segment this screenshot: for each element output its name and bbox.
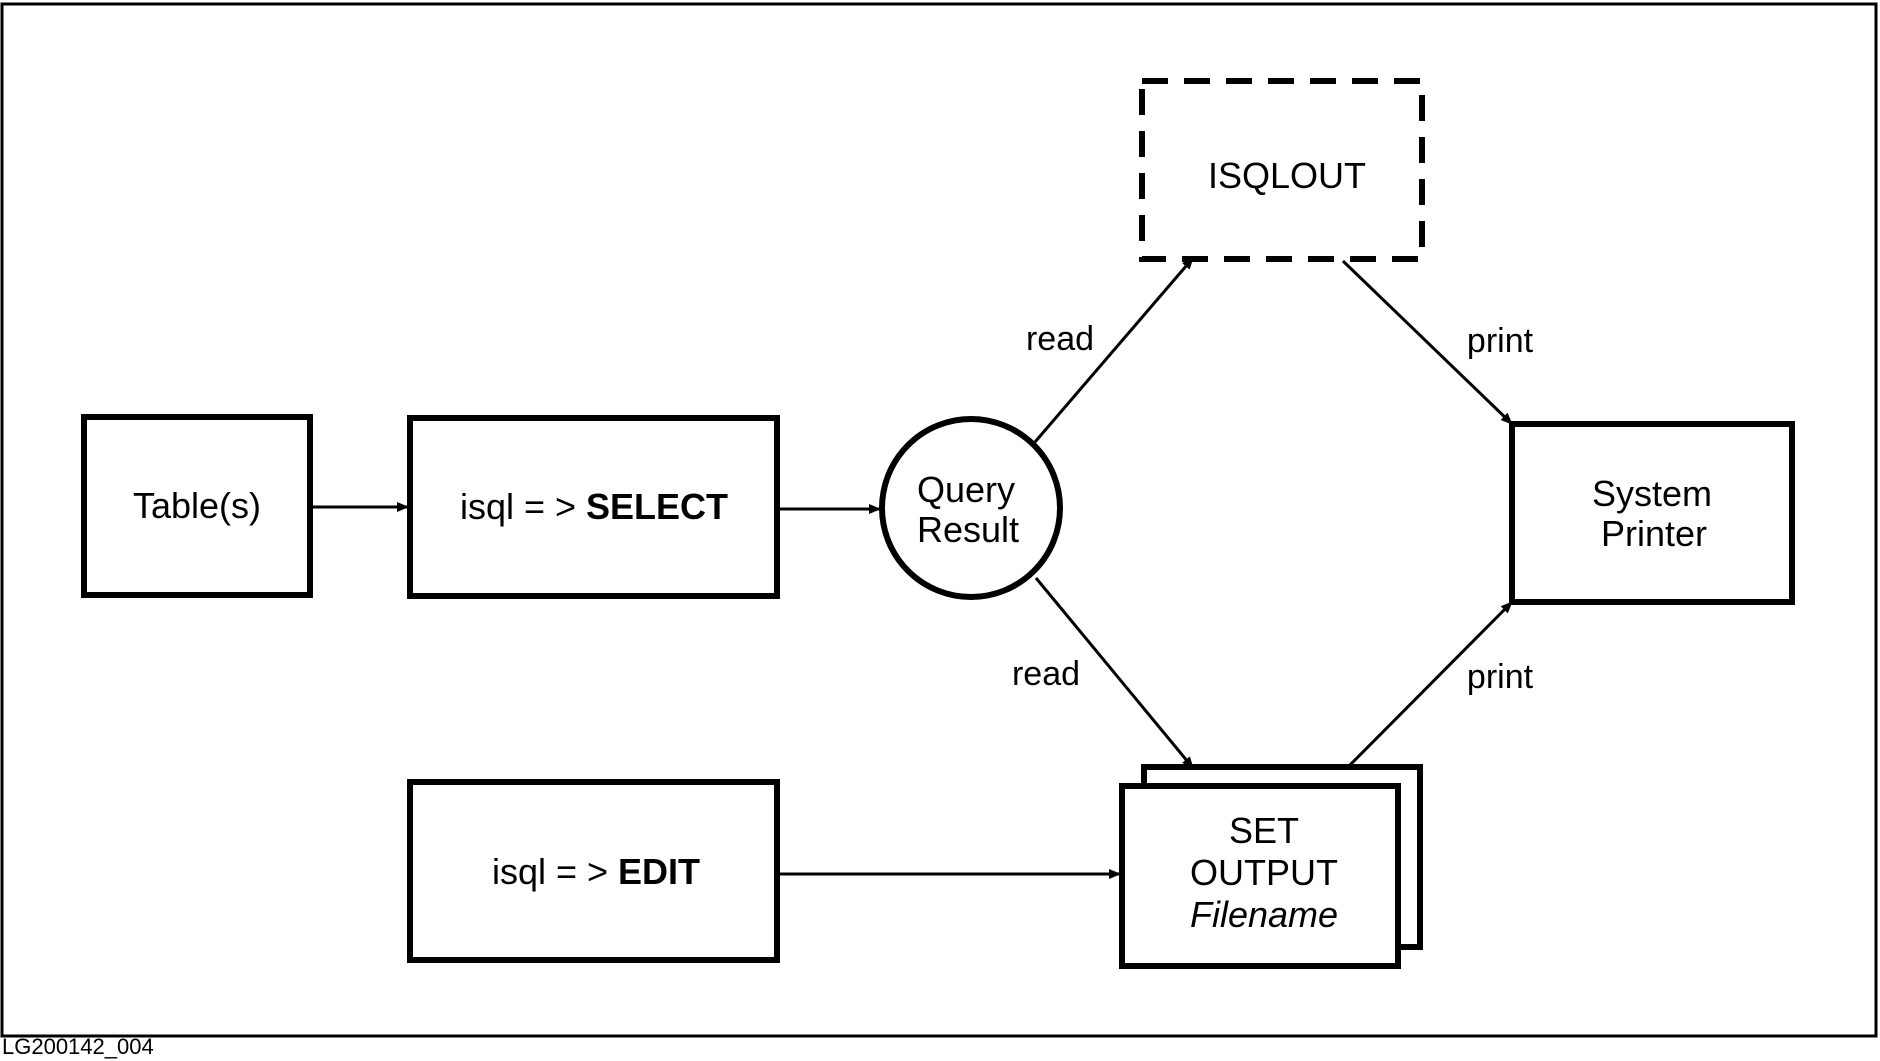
printer-line2: Printer bbox=[1601, 513, 1707, 554]
edit-prefix: isql = > bbox=[492, 851, 618, 892]
query-result-line1: Query bbox=[917, 469, 1015, 510]
edges bbox=[313, 257, 1514, 879]
select-prefix: isql = > bbox=[460, 486, 586, 527]
tables-label: Table(s) bbox=[133, 485, 261, 526]
query-result-node: Query Result bbox=[879, 416, 1063, 600]
tables-node: Table(s) bbox=[81, 414, 313, 598]
system-printer-node: System Printer bbox=[1509, 421, 1795, 605]
set-output-line1: SET bbox=[1229, 810, 1299, 851]
set-output-front-page bbox=[1119, 783, 1401, 969]
set-output-line3: Filename bbox=[1190, 894, 1338, 935]
isqlout-label: ISQLOUT bbox=[1208, 155, 1366, 196]
arrow-setoutput-to-printer bbox=[1346, 600, 1514, 769]
edge-label-read-top: read bbox=[1026, 320, 1094, 358]
edge-label-read-bottom: read bbox=[1012, 655, 1080, 693]
edit-label: isql = > EDIT bbox=[492, 851, 700, 892]
select-label: isql = > SELECT bbox=[460, 486, 728, 527]
edit-command: EDIT bbox=[618, 851, 700, 892]
arrow-query-to-isqlout bbox=[1033, 257, 1195, 443]
edge-label-print-bottom: print bbox=[1467, 658, 1534, 696]
edit-node: isql = > EDIT bbox=[407, 779, 780, 963]
figure-id: LG200142_004 bbox=[2, 1034, 154, 1059]
select-node: isql = > SELECT bbox=[407, 415, 780, 599]
isqlout-node: ISQLOUT bbox=[1139, 78, 1425, 262]
query-result-line2: Result bbox=[917, 509, 1019, 550]
set-output-node: SET OUTPUT Filename bbox=[1119, 764, 1423, 969]
figure-frame bbox=[0, 2, 1878, 1038]
set-output-line2: OUTPUT bbox=[1190, 852, 1338, 893]
arrow-isqlout-to-printer bbox=[1341, 259, 1514, 426]
edge-label-print-top: print bbox=[1467, 322, 1534, 360]
select-command: SELECT bbox=[586, 486, 728, 527]
printer-line1: System bbox=[1592, 473, 1712, 514]
arrow-query-to-setoutput bbox=[1034, 577, 1195, 769]
